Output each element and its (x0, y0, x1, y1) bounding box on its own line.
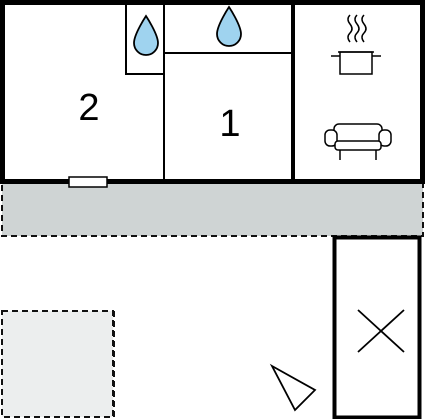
water-drop-icon (216, 5, 242, 47)
room-number-1: 1 (219, 103, 240, 145)
outdoor-area (1, 310, 114, 418)
room-number-2: 2 (78, 87, 99, 129)
bathroom-closet (125, 2, 164, 75)
building-outline (0, 0, 425, 184)
terrace (1, 182, 424, 237)
viewpoint-triangle-icon (269, 363, 317, 412)
sofa-icon (324, 123, 392, 160)
door-icon (68, 176, 108, 188)
water-drop-icon (133, 14, 159, 56)
cooking-pot-icon (331, 14, 381, 75)
cross-icon (357, 309, 405, 353)
